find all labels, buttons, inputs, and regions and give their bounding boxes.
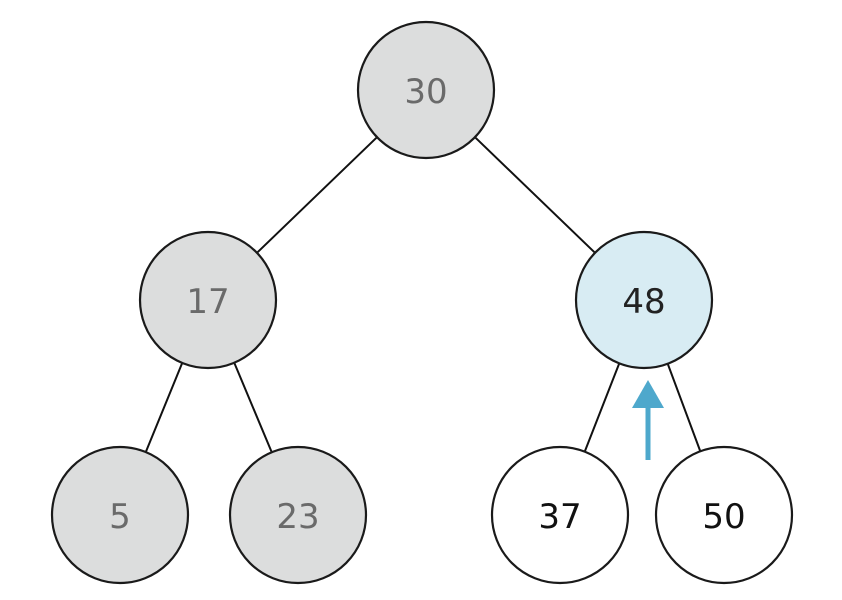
node-circle <box>490 445 630 585</box>
edge-30-to-17 <box>255 136 379 254</box>
node-circle <box>356 20 496 160</box>
node-circle <box>574 230 714 370</box>
edge-17-to-5 <box>144 361 184 454</box>
tree-edges <box>144 136 702 454</box>
edge-48-to-50 <box>666 362 702 453</box>
edge-30-to-48 <box>473 136 597 254</box>
tree-node-37: 37 <box>490 445 630 585</box>
tree-nodes: 30 17 48 5 23 37 50 <box>50 20 794 585</box>
traversal-pointer <box>632 380 664 460</box>
node-value: 5 <box>109 497 131 537</box>
tree-node-48: 48 <box>574 230 714 370</box>
node-value: 37 <box>538 497 581 537</box>
tree-node-50: 50 <box>654 445 794 585</box>
node-value: 48 <box>622 282 665 322</box>
node-circle <box>228 445 368 585</box>
tree-node-17: 17 <box>138 230 278 370</box>
node-value: 30 <box>404 72 447 112</box>
arrow-head <box>632 380 664 408</box>
node-circle <box>50 445 190 585</box>
node-circle <box>654 445 794 585</box>
up-arrow-icon <box>632 380 664 460</box>
node-value: 23 <box>276 497 319 537</box>
node-value: 50 <box>702 497 745 537</box>
edge-48-to-37 <box>583 362 621 453</box>
tree-node-5: 5 <box>50 445 190 585</box>
tree-node-30: 30 <box>356 20 496 160</box>
tree-node-23: 23 <box>228 445 368 585</box>
edge-17-to-23 <box>233 361 273 454</box>
node-value: 17 <box>186 282 229 322</box>
node-circle <box>138 230 278 370</box>
